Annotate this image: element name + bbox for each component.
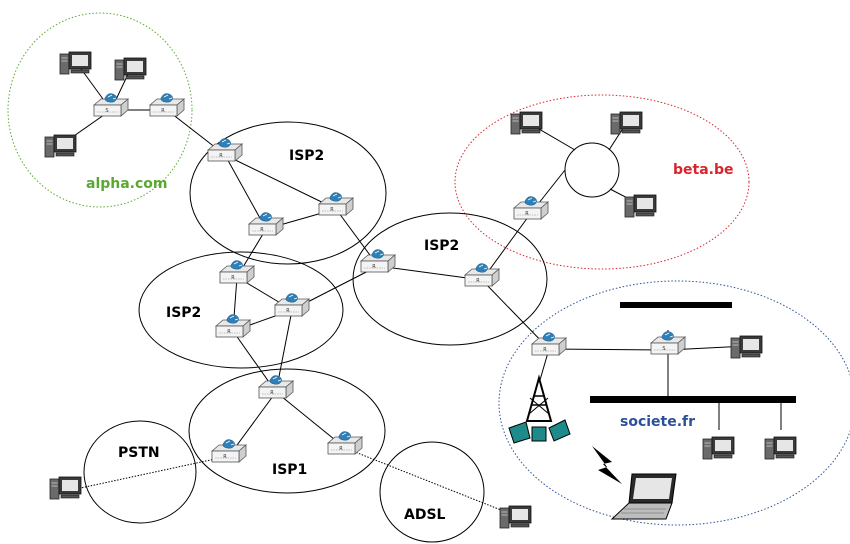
beta-hub bbox=[564, 142, 620, 198]
router-isp2-mid-1: R bbox=[360, 249, 396, 273]
router-isp2-left-1: R bbox=[219, 260, 255, 284]
computer-icon bbox=[499, 505, 532, 529]
svg-text:R: R bbox=[543, 347, 547, 353]
alpha-label: alpha.com bbox=[86, 176, 168, 192]
svg-text:R: R bbox=[339, 446, 343, 452]
ethernet-bus-top bbox=[620, 302, 732, 308]
router-isp2-left-2: R bbox=[215, 314, 251, 338]
router-isp2-mid-2: R bbox=[464, 263, 500, 287]
isp1-label: ISP1 bbox=[272, 462, 307, 478]
societe-label: societe.fr bbox=[620, 414, 695, 430]
router-isp2-left-3: R bbox=[274, 293, 310, 317]
svg-text:R: R bbox=[286, 308, 290, 314]
computer-icon bbox=[702, 436, 735, 460]
svg-text:R: R bbox=[231, 275, 235, 281]
router-isp1-2: R bbox=[211, 439, 247, 463]
switch-alpha: S bbox=[93, 93, 129, 117]
alpha-zone bbox=[7, 12, 193, 208]
isp2-mid-cloud bbox=[352, 212, 548, 346]
svg-text:R: R bbox=[260, 227, 264, 233]
computer-icon bbox=[510, 111, 543, 135]
isp2-left-cloud bbox=[138, 251, 344, 369]
ethernet-bus-bottom bbox=[590, 396, 796, 403]
svg-text:R: R bbox=[525, 211, 529, 217]
isp2-top-cloud bbox=[189, 121, 387, 265]
isp2-top-label: ISP2 bbox=[289, 148, 324, 164]
switch-societe: S bbox=[650, 331, 686, 355]
svg-text:S: S bbox=[662, 346, 665, 352]
computer-icon bbox=[49, 476, 82, 500]
router-isp2-top-2: R bbox=[248, 212, 284, 236]
pstn-cloud bbox=[83, 420, 197, 524]
computer-icon bbox=[59, 51, 92, 75]
router-isp1-1: R bbox=[258, 375, 294, 399]
wireless-tower-icon bbox=[508, 374, 571, 444]
beta-label: beta.be bbox=[673, 162, 734, 178]
svg-text:R: R bbox=[372, 264, 376, 270]
lightning-icon bbox=[592, 446, 622, 484]
router-beta: R bbox=[513, 196, 549, 220]
router-isp2-top-1: R bbox=[207, 138, 243, 162]
isp2-mid-label: ISP2 bbox=[424, 238, 459, 254]
router-societe: R bbox=[531, 332, 567, 356]
svg-text:R: R bbox=[223, 454, 227, 460]
computer-icon bbox=[610, 111, 643, 135]
svg-text:R: R bbox=[476, 278, 480, 284]
computer-icon bbox=[624, 194, 657, 218]
adsl-label: ADSL bbox=[404, 507, 446, 523]
computer-icon bbox=[764, 436, 797, 460]
access-links bbox=[75, 447, 517, 517]
computer-icon bbox=[44, 134, 77, 158]
computer-icon bbox=[114, 57, 147, 81]
beta-zone bbox=[454, 94, 750, 270]
svg-text:R: R bbox=[227, 329, 231, 335]
adsl-cloud bbox=[379, 441, 485, 543]
svg-text:S: S bbox=[105, 108, 108, 114]
svg-text:R: R bbox=[270, 390, 274, 396]
isp1-cloud bbox=[188, 368, 386, 494]
svg-text:R: R bbox=[219, 153, 223, 159]
router-isp1-3: R bbox=[327, 431, 363, 455]
router-isp2-top-3: R bbox=[318, 192, 354, 216]
laptop-icon bbox=[610, 473, 677, 520]
pstn-label: PSTN bbox=[118, 445, 160, 461]
isp2-left-label: ISP2 bbox=[166, 305, 201, 321]
svg-text:R: R bbox=[330, 207, 334, 213]
computer-icon bbox=[730, 335, 763, 359]
svg-text:R: R bbox=[161, 108, 165, 114]
router-alpha: R bbox=[149, 93, 185, 117]
